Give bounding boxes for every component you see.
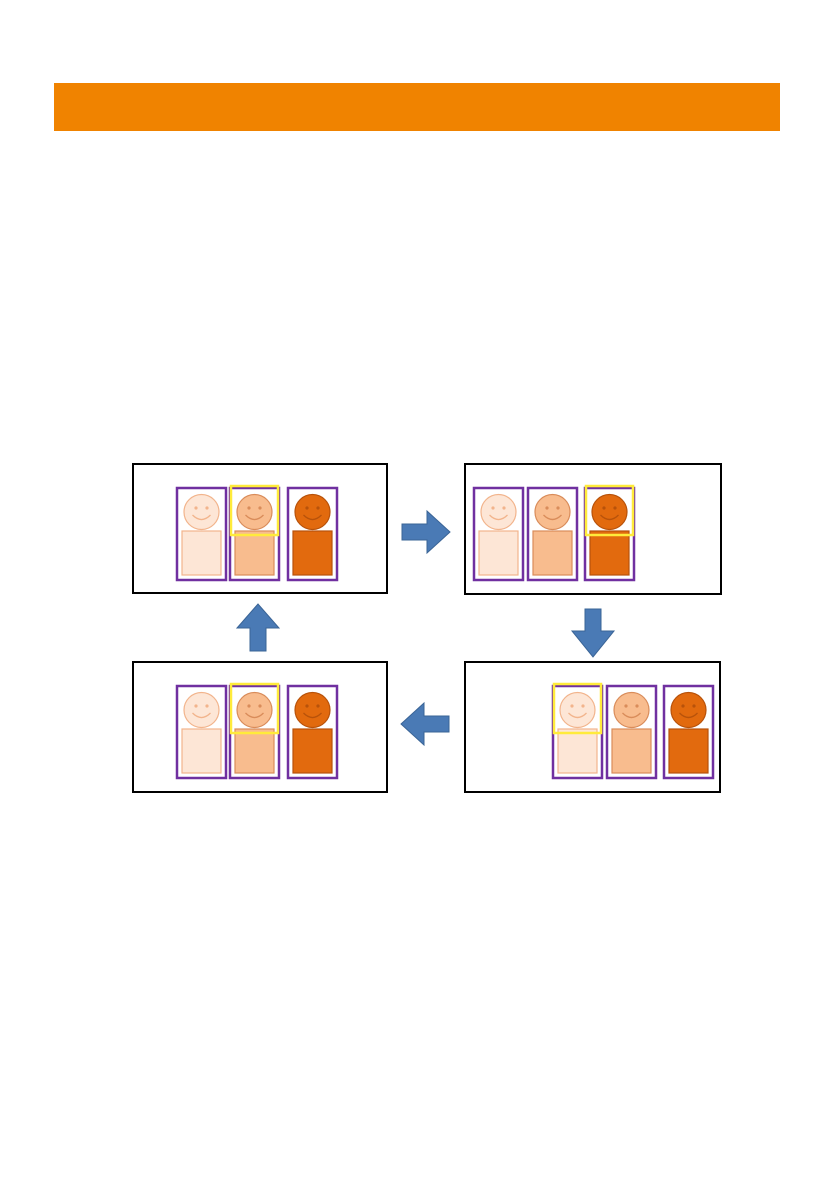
face-icon bbox=[237, 693, 272, 728]
body-block bbox=[182, 531, 221, 575]
panel-bottom-right bbox=[465, 662, 720, 792]
body-block bbox=[590, 531, 629, 575]
face-icon bbox=[592, 495, 627, 530]
body-block bbox=[235, 531, 274, 575]
arrow-right-icon bbox=[402, 511, 450, 553]
right-eye bbox=[502, 506, 505, 509]
body-block bbox=[612, 729, 651, 773]
left-eye bbox=[247, 506, 250, 509]
face-icon bbox=[614, 693, 649, 728]
body-block bbox=[479, 531, 518, 575]
face-icon bbox=[671, 693, 706, 728]
face-icon bbox=[237, 495, 272, 530]
right-eye bbox=[316, 506, 319, 509]
left-eye bbox=[602, 506, 605, 509]
face-icon bbox=[184, 495, 219, 530]
body-block bbox=[558, 729, 597, 773]
left-eye bbox=[305, 506, 308, 509]
right-eye bbox=[613, 506, 616, 509]
left-eye bbox=[545, 506, 548, 509]
panel-bottom-left bbox=[133, 662, 387, 792]
right-eye bbox=[556, 506, 559, 509]
right-eye bbox=[635, 704, 638, 707]
face-icon bbox=[481, 495, 516, 530]
left-eye bbox=[194, 506, 197, 509]
face-icon bbox=[535, 495, 570, 530]
body-block bbox=[533, 531, 572, 575]
body-block bbox=[293, 729, 332, 773]
left-eye bbox=[570, 704, 573, 707]
left-eye bbox=[491, 506, 494, 509]
right-eye bbox=[692, 704, 695, 707]
left-eye bbox=[247, 704, 250, 707]
panel-top-left bbox=[133, 464, 387, 593]
face-icon bbox=[560, 693, 595, 728]
body-block bbox=[669, 729, 708, 773]
right-eye bbox=[205, 506, 208, 509]
right-eye bbox=[316, 704, 319, 707]
face-icon bbox=[184, 693, 219, 728]
panel-top-right bbox=[465, 464, 721, 594]
right-eye bbox=[205, 704, 208, 707]
left-eye bbox=[681, 704, 684, 707]
left-eye bbox=[194, 704, 197, 707]
body-block bbox=[293, 531, 332, 575]
arrow-down-icon bbox=[572, 609, 614, 657]
right-eye bbox=[258, 704, 261, 707]
right-eye bbox=[581, 704, 584, 707]
body-block bbox=[182, 729, 221, 773]
arrow-left-icon bbox=[401, 703, 449, 745]
face-icon bbox=[295, 495, 330, 530]
body-block bbox=[235, 729, 274, 773]
left-eye bbox=[624, 704, 627, 707]
arrow-up-icon bbox=[237, 604, 279, 651]
face-icon bbox=[295, 693, 330, 728]
left-eye bbox=[305, 704, 308, 707]
right-eye bbox=[258, 506, 261, 509]
